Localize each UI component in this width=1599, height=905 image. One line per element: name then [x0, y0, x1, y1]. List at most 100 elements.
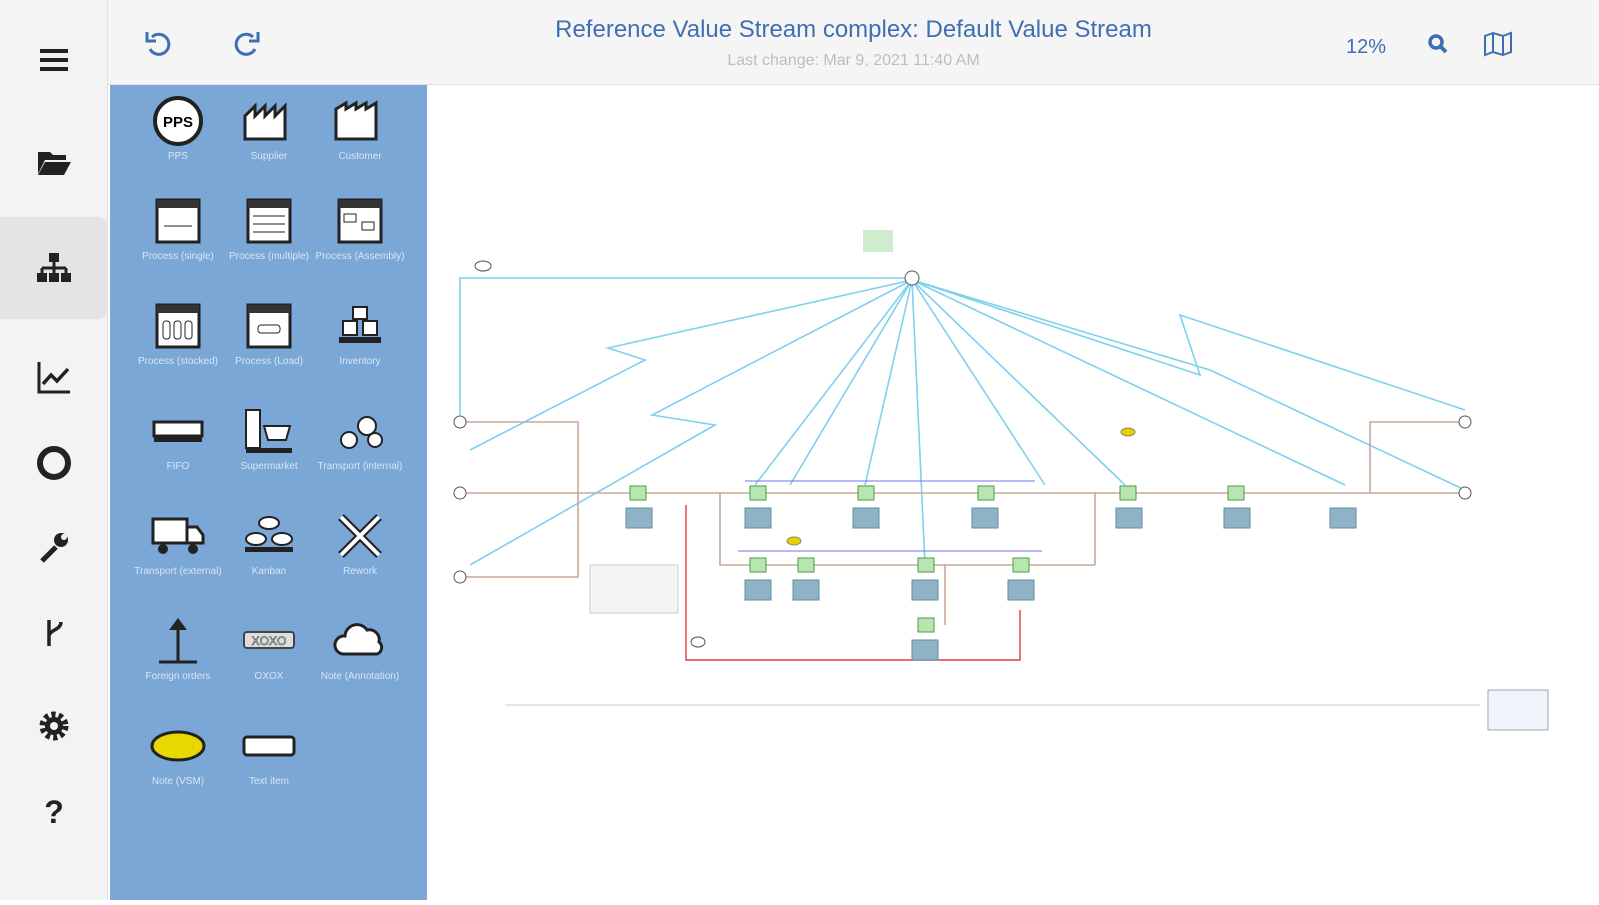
supermarket-icon	[239, 403, 299, 459]
palette-item-kanban[interactable]: Kanban	[223, 508, 315, 577]
material-flow-lines	[460, 421, 1465, 625]
information-flow-lines	[459, 277, 1466, 566]
palette-item-note-annotation[interactable]: Note (Annotation)	[314, 613, 406, 682]
palette-item-label: Supermarket	[240, 461, 298, 472]
hierarchy-icon	[37, 253, 71, 282]
process-multiple-icon	[239, 193, 299, 249]
palette-item-label: PPS	[167, 151, 188, 162]
palette-item-label: Process (Load)	[235, 356, 303, 367]
question-icon: ?	[44, 794, 64, 830]
svg-text:?: ?	[44, 794, 64, 830]
search-button[interactable]	[1418, 24, 1458, 64]
undo-button[interactable]	[140, 24, 180, 64]
palette-item-label: Text item	[248, 776, 289, 787]
palette-item-pps[interactable]: PPS PPS	[132, 93, 224, 162]
palette-item-process-stocked[interactable]: Process (stocked)	[132, 298, 224, 367]
search-icon	[1428, 34, 1448, 54]
settings-button[interactable]	[0, 686, 108, 766]
kaizen-bursts	[786, 427, 1136, 546]
palette-item-label: Process (multiple)	[228, 251, 310, 262]
palette-item-label: Process (single)	[142, 251, 214, 262]
process-load-icon	[239, 298, 299, 354]
forklift-icon	[330, 403, 390, 459]
value-stream-diagram[interactable]	[427, 85, 1599, 900]
kaizen-burst-icon	[148, 718, 208, 774]
customer-icon	[330, 93, 390, 149]
rework-flow-lines	[685, 505, 1021, 661]
process-stocked-icon	[148, 298, 208, 354]
support-button[interactable]	[0, 423, 108, 503]
diagram-canvas[interactable]	[427, 85, 1599, 900]
svg-text:PPS: PPS	[163, 114, 193, 131]
palette-item-label: Process (stocked)	[137, 356, 219, 367]
palette-item-process-assembly[interactable]: Process (Assembly)	[314, 193, 406, 262]
gear-icon	[39, 711, 69, 741]
palette-item-note-vsm[interactable]: Note (VSM)	[132, 718, 224, 787]
process-single-icon	[148, 193, 208, 249]
palette-item-label: Inventory	[339, 356, 381, 367]
foreign-orders-icon	[148, 613, 208, 669]
folder-open-icon	[38, 152, 71, 175]
page-title: Reference Value Stream complex: Default …	[555, 16, 1152, 43]
palette-item-label: Process (Assembly)	[315, 251, 405, 262]
palette-item-fifo[interactable]: FIFO	[132, 403, 224, 472]
text-item-icon	[239, 718, 299, 774]
fifo-icon	[148, 403, 208, 459]
line-chart-icon	[37, 362, 70, 394]
palette-item-inventory[interactable]: Inventory	[314, 298, 406, 367]
palette-item-label: FIFO	[166, 461, 190, 472]
supplier-icon	[239, 93, 299, 149]
pps-icon: PPS	[148, 93, 208, 149]
last-change-timestamp: Last change: Mar 9, 2021 11:40 AM	[727, 52, 980, 69]
palette-item-label: Transport (external)	[134, 566, 222, 577]
palette-item-label: Kanban	[251, 566, 287, 577]
palette-item-transport-internal[interactable]: Transport (internal)	[314, 403, 406, 472]
diagram-nodes	[453, 260, 1549, 731]
left-nav-rail: ?	[0, 0, 108, 900]
palette-item-label: Rework	[343, 566, 377, 577]
palette-item-label: Transport (internal)	[317, 461, 403, 472]
palette-item-process-single[interactable]: Process (single)	[132, 193, 224, 262]
header-bar: Reference Value Stream complex: Default …	[108, 0, 1599, 85]
palette-item-label: Note (VSM)	[151, 776, 205, 787]
process-group-brackets	[738, 480, 1042, 552]
palette-item-supplier[interactable]: Supplier	[223, 93, 315, 162]
palette-item-process-multiple[interactable]: Process (multiple)	[223, 193, 315, 262]
svg-text:XOXO: XOXO	[252, 634, 287, 648]
palette-item-oxox[interactable]: XOXO OXOX	[223, 613, 315, 682]
palette-item-rework[interactable]: Rework	[314, 508, 406, 577]
palette-item-process-load[interactable]: Process (Load)	[223, 298, 315, 367]
branch-button[interactable]	[0, 592, 108, 672]
kanban-icon	[239, 508, 299, 564]
palette-item-text-item[interactable]: Text item	[223, 718, 315, 787]
palette-item-transport-external[interactable]: Transport (external)	[132, 508, 224, 577]
help-button[interactable]: ?	[0, 771, 108, 851]
palette-item-label: Customer	[338, 151, 382, 162]
pps-note	[863, 230, 893, 252]
palette-item-label: OXOX	[254, 671, 284, 682]
cloud-icon	[330, 613, 390, 669]
palette-item-foreign-orders[interactable]: Foreign orders	[132, 613, 224, 682]
rework-icon	[330, 508, 390, 564]
process-boxes	[625, 507, 1357, 661]
redo-button[interactable]	[225, 24, 265, 64]
map-overview-button[interactable]	[1478, 24, 1518, 64]
tools-button[interactable]	[0, 507, 108, 587]
oxox-icon: XOXO	[239, 613, 299, 669]
hamburger-menu-icon	[40, 49, 68, 71]
wrench-icon	[40, 533, 68, 563]
palette-item-customer[interactable]: Customer	[314, 93, 406, 162]
lifebuoy-icon	[37, 446, 71, 480]
analytics-button[interactable]	[0, 337, 108, 417]
diagram-button[interactable]	[0, 217, 108, 319]
palette-item-label: Supplier	[250, 151, 288, 162]
redo-icon	[234, 32, 260, 56]
menu-button[interactable]	[0, 20, 108, 100]
zoom-level[interactable]: 12%	[1346, 36, 1387, 58]
open-button[interactable]	[0, 122, 108, 202]
palette-item-label: Note (Annotation)	[320, 671, 400, 682]
map-icon	[1484, 31, 1512, 57]
palette-item-supermarket[interactable]: Supermarket	[223, 403, 315, 472]
truck-icon	[148, 508, 208, 564]
